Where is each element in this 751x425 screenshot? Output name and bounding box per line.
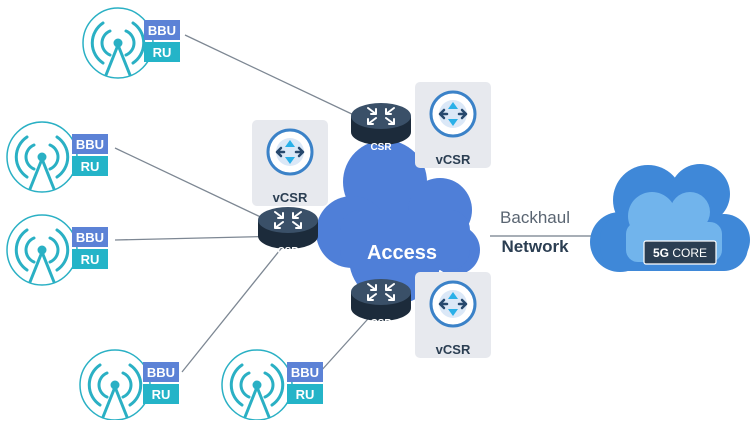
bbu-label: BBU bbox=[148, 23, 176, 38]
ru-label: RU bbox=[81, 252, 100, 267]
csr-bottom: CSR bbox=[350, 278, 412, 329]
ru-label: RU bbox=[153, 45, 172, 60]
csr-top: CSR bbox=[350, 102, 412, 153]
access-label: Access bbox=[367, 242, 437, 264]
vcsr-left: vCSR bbox=[250, 118, 330, 208]
vcsr-label: vCSR bbox=[273, 190, 308, 205]
csr-label: CSR bbox=[370, 318, 392, 329]
vcsr-label: vCSR bbox=[436, 152, 471, 167]
core-badge bbox=[643, 240, 717, 265]
core-badge-text: 5G CORE bbox=[653, 246, 707, 260]
csr-label: CSR bbox=[370, 142, 392, 153]
network-label: Network bbox=[501, 237, 569, 256]
bbu-label: BBU bbox=[147, 365, 175, 380]
cell-site: BBU RU bbox=[79, 349, 179, 421]
link-site4-csr-left bbox=[181, 239, 289, 373]
vcsr-top: vCSR bbox=[413, 80, 493, 170]
link-site5-csr-bottom bbox=[319, 309, 377, 373]
ru-label: RU bbox=[81, 159, 100, 174]
cell-site: BBU RU bbox=[221, 349, 323, 421]
cell-site: BBU RU bbox=[82, 7, 180, 79]
cell-site: BBU RU bbox=[6, 121, 108, 193]
link-site2-csr-left bbox=[114, 147, 289, 231]
csr-label: CSR bbox=[277, 246, 299, 257]
bbu-label: BBU bbox=[291, 365, 319, 380]
ru-label: RU bbox=[296, 387, 315, 402]
vcsr-bottom: vCSR bbox=[413, 270, 493, 360]
ru-label: RU bbox=[152, 387, 171, 402]
csr-left: CSR bbox=[257, 206, 319, 257]
link-site1-csr-top bbox=[184, 34, 376, 126]
vcsr-label: vCSR bbox=[436, 342, 471, 357]
bbu-label: BBU bbox=[76, 230, 104, 245]
bbu-label: BBU bbox=[76, 137, 104, 152]
backhaul-label: Backhaul bbox=[500, 208, 570, 227]
link-lines bbox=[114, 34, 377, 373]
cell-site: BBU RU bbox=[6, 214, 108, 286]
